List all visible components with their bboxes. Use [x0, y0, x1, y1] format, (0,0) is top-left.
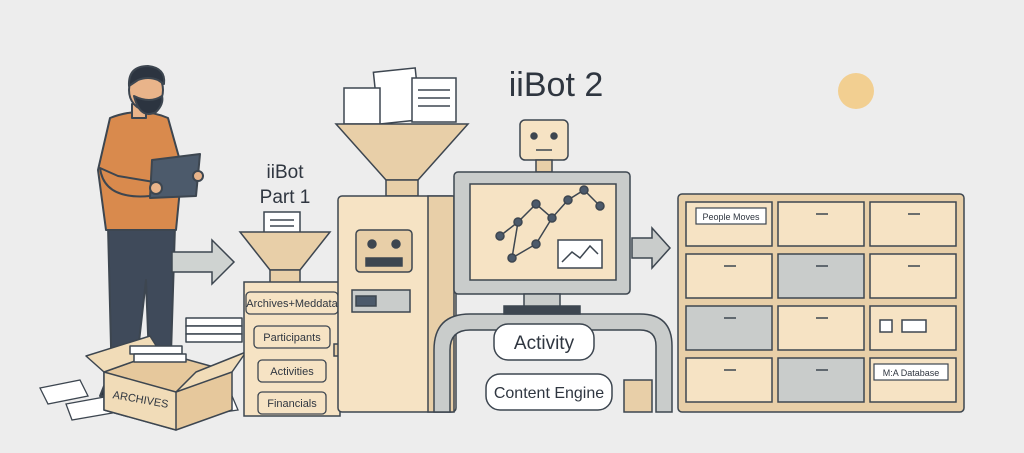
network-graph-icon — [495, 185, 605, 269]
mna-database-label: M:A Database — [873, 363, 949, 381]
mna-database-text: M:A Database — [883, 368, 940, 378]
content-engine-label-text: Content Engine — [494, 385, 604, 402]
main-title: iiBot 2 — [509, 66, 604, 104]
part1-label-line1: iiBot — [267, 162, 305, 183]
part1-label-line2: Part 1 — [260, 187, 311, 208]
robot-head — [519, 119, 569, 173]
feeder-label-archives: Archives+Meddata — [245, 291, 339, 315]
sun-icon — [838, 73, 874, 109]
archives-box — [85, 317, 247, 431]
conveyor-pipe — [433, 313, 673, 413]
feeder-label-text: Activities — [270, 366, 314, 378]
feeder-label-text: Financials — [267, 398, 317, 410]
activity-label: Activity — [493, 323, 595, 361]
activity-label-text: Activity — [514, 333, 575, 354]
people-moves-label: People Moves — [695, 207, 767, 225]
arrow-to-part1 — [171, 238, 236, 286]
people-moves-text: People Moves — [702, 212, 760, 222]
feeder-label-participants: Participants — [253, 325, 331, 349]
feeder-label-activities: Activities — [257, 359, 327, 383]
part1-funnel — [238, 211, 332, 285]
feeder-label-text: Archives+Meddata — [246, 298, 338, 310]
monitor — [453, 171, 631, 315]
arrow-to-cabinet — [631, 226, 672, 270]
feeder-label-text: Participants — [263, 332, 321, 344]
main-funnel — [334, 67, 470, 197]
feeder-label-financials: Financials — [257, 391, 327, 415]
processing-machine — [337, 195, 457, 413]
content-engine-label: Content Engine — [485, 373, 613, 411]
